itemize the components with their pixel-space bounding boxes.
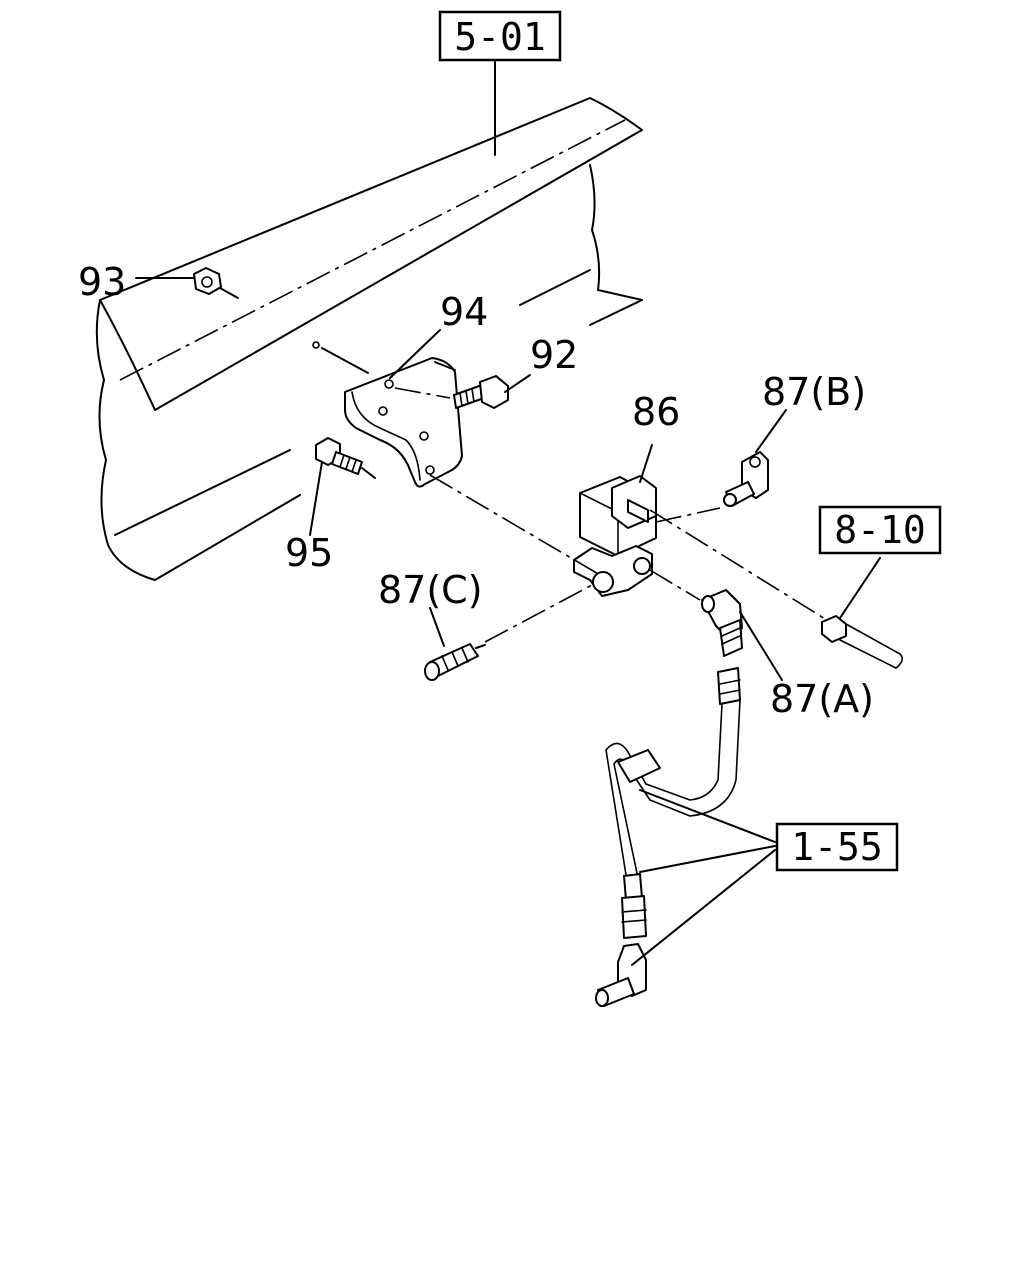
fitting-a-part — [701, 589, 783, 681]
ref-label-frame: 5-01 — [454, 15, 546, 59]
nut-part — [135, 267, 239, 299]
label-bolt-upper: 92 — [530, 333, 578, 377]
label-fitting-b: 87(B) — [762, 370, 866, 414]
frame-rail — [95, 61, 643, 581]
bolt-upper-part — [394, 374, 531, 409]
ref-label-pipe: 1-55 — [791, 825, 883, 869]
bracket-part — [312, 329, 463, 488]
pipe-assembly — [595, 667, 776, 1007]
label-fitting-a: 87(A) — [770, 677, 874, 721]
valve-part — [429, 444, 831, 623]
label-nut: 93 — [78, 260, 126, 304]
bolt-lower-part — [309, 437, 376, 536]
label-bolt-lower: 95 — [285, 531, 333, 575]
label-fitting-c: 87(C) — [378, 568, 483, 612]
label-valve: 86 — [632, 390, 680, 434]
label-bracket: 94 — [440, 290, 488, 334]
ref-box-pipe[interactable]: 1-55 — [775, 822, 899, 872]
fitting-c-part — [424, 584, 593, 681]
fitting-b-part — [723, 409, 787, 507]
ref-label-harness: 8-10 — [834, 508, 926, 552]
ref-box-harness[interactable]: 8-10 — [818, 505, 942, 555]
harness-part — [821, 557, 904, 669]
ref-box-frame[interactable]: 5-01 — [438, 10, 562, 62]
